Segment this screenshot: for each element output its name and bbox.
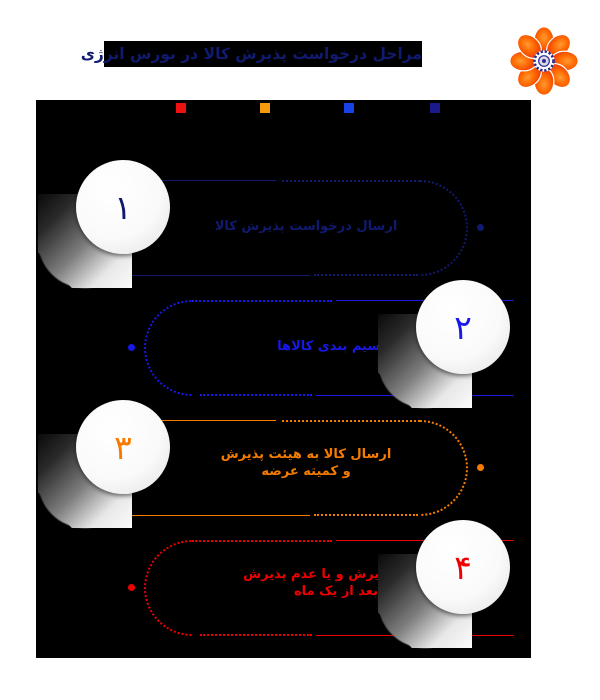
swatch-blue	[344, 103, 354, 113]
step-number-token-2[interactable]: ۲	[378, 278, 514, 418]
step-label-3: ارسال کالا به هیئت پذیرش و کمیته عرضه	[176, 446, 436, 480]
token-face: ۱	[76, 160, 170, 254]
step-number-token-4[interactable]: ۴	[378, 518, 514, 658]
step-bullet-dot	[477, 464, 484, 471]
capsule-edge-top-dotted	[282, 420, 420, 422]
capsule-edge-bot-solid	[98, 515, 310, 516]
step-label-line: بعد از یک ماه	[293, 584, 379, 599]
step-bullet-dot	[128, 344, 135, 351]
swatch-navy	[430, 103, 440, 113]
token-face: ۳	[76, 400, 170, 494]
capsule-edge-top-solid	[98, 180, 276, 181]
capsule-edge-top-dotted	[282, 180, 420, 182]
step-number: ۳	[114, 427, 132, 467]
step-label-line: ارسال کالا به هیئت پذیرش	[220, 447, 392, 462]
capsule-edge-top-solid	[98, 420, 276, 421]
page-header: مراحل درخواست پذیرش کالا در بورس انرژی	[0, 0, 600, 100]
capsule-edge-top-dotted	[192, 540, 332, 542]
swatch-orange	[260, 103, 270, 113]
step-label-1: ارسال درخواست پذیرش کالا	[176, 218, 436, 235]
step-label-line: ارسال درخواست پذیرش کالا	[214, 219, 398, 234]
capsule-edge-bot-dotted	[200, 634, 312, 636]
title-background-band	[104, 41, 422, 67]
token-face: ۲	[416, 280, 510, 374]
step-bullet-dot	[128, 584, 135, 591]
step-bullet-dot	[477, 224, 484, 231]
capsule-edge-top-dotted	[192, 300, 332, 302]
page-title: مراحل درخواست پذیرش کالا در بورس انرژی	[80, 45, 422, 63]
step-label-2: تقسیم بندی کالاها	[206, 338, 466, 355]
step-number: ۲	[454, 307, 472, 347]
step-label-line: و کمیته عرضه	[261, 464, 351, 479]
step-number-token-3[interactable]: ۳	[38, 398, 174, 538]
step-capsule-1	[98, 180, 484, 276]
capsule-edge-bot-dotted	[314, 514, 418, 516]
step-row-3: ارسال کالا به هیئت پذیرش و کمیته عرضه ۳	[36, 398, 531, 538]
capsule-edge-bot-solid	[98, 275, 310, 276]
step-row-1: ارسال درخواست پذیرش کالا ۱	[36, 158, 531, 298]
step-row-2: تقسیم بندی کالاها ۲	[36, 278, 531, 418]
step-number: ۴	[454, 547, 472, 587]
step-label-line: تقسیم بندی کالاها	[277, 339, 395, 354]
infographic-panel: ارسال درخواست پذیرش کالا ۱ تقسیم بندی کالا…	[36, 100, 531, 658]
step-capsule-3	[98, 420, 484, 516]
energy-exchange-flower-logo	[506, 23, 582, 99]
token-face: ۴	[416, 520, 510, 614]
swatch-red	[176, 103, 186, 113]
step-number: ۱	[114, 187, 132, 227]
step-number-token-1[interactable]: ۱	[38, 158, 174, 298]
capsule-edge-bot-dotted	[200, 394, 312, 396]
capsule-edge-bot-dotted	[314, 274, 418, 276]
